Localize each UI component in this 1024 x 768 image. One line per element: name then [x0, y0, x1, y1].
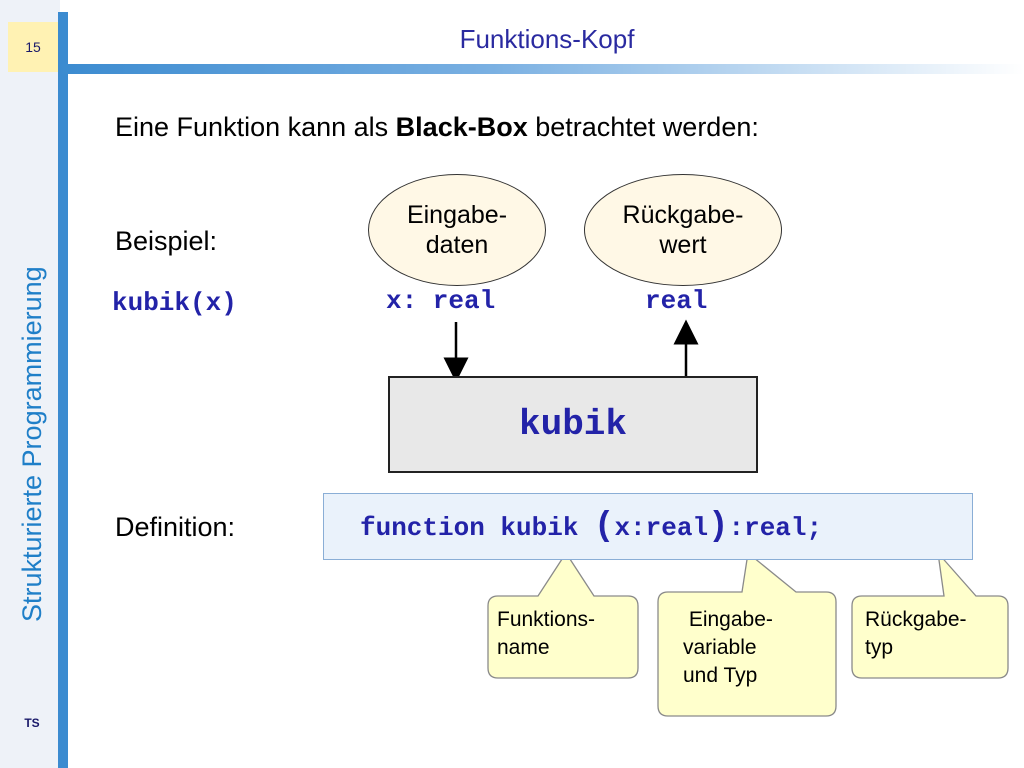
code-return: :real;: [728, 513, 823, 543]
vertical-accent-bar: [58, 12, 68, 768]
input-bubble-line2: daten: [425, 231, 489, 259]
callout-input-variable-line2: variable: [683, 636, 757, 659]
callout-input-variable: Eingabe- variable und Typ: [683, 606, 773, 690]
callout-input-variable-shape: [657, 551, 837, 717]
input-data-bubble: Eingabe- daten: [368, 174, 546, 286]
page-number-badge: 15: [8, 22, 58, 72]
horizontal-accent-bar: [58, 64, 1024, 74]
intro-text: Eine Funktion kann als Black-Box betrach…: [115, 112, 759, 143]
callout-function-name: Funktions- name: [497, 606, 595, 662]
slide-title: Funktions-Kopf: [459, 24, 635, 54]
example-label: Beispiel:: [115, 226, 218, 256]
intro-bold: Black-Box: [395, 112, 528, 142]
callout-input-variable-line1: Eingabe-: [683, 608, 773, 631]
intro-after: betrachtet werden:: [527, 112, 759, 142]
callout-return-type-line2: typ: [865, 636, 894, 659]
output-bubble-line2: wert: [659, 231, 707, 259]
example-call: kubik(x): [112, 288, 237, 318]
callout-return-type-shape: [851, 550, 1009, 679]
input-bubble-line1: Eingabe-: [406, 201, 508, 229]
callout-return-type: Rückgabe- typ: [865, 606, 967, 662]
return-type-label: real: [645, 286, 708, 316]
output-bubble-line1: Rückgabe-: [622, 201, 744, 229]
definition-label: Definition:: [115, 512, 236, 542]
code-box: function kubik (x:real):real;: [323, 493, 973, 560]
input-param-label: x: real: [386, 286, 496, 316]
intro-before: Eine Funktion kann als: [115, 112, 396, 142]
page-number: 15: [25, 39, 41, 55]
code-keyword: function kubik: [360, 513, 595, 543]
callout-return-type-line1: Rückgabe-: [865, 608, 967, 631]
return-value-bubble: Rückgabe- wert: [584, 174, 782, 286]
sidebar: [0, 0, 60, 768]
callout-function-name-shape: [487, 551, 639, 679]
callout-function-name-line2: name: [497, 636, 550, 659]
function-signature: function kubik (x:real):real;: [360, 508, 822, 546]
code-open-paren: (: [594, 508, 615, 546]
callout-function-name-line1: Funktions-: [497, 608, 596, 631]
code-close-paren: ): [708, 508, 729, 546]
black-box-label: kubik: [518, 404, 628, 445]
black-box: kubik: [388, 376, 758, 473]
author-initials: TS: [24, 716, 40, 730]
code-params: x:real: [614, 513, 709, 543]
callout-input-variable-line3: und Typ: [683, 664, 758, 687]
